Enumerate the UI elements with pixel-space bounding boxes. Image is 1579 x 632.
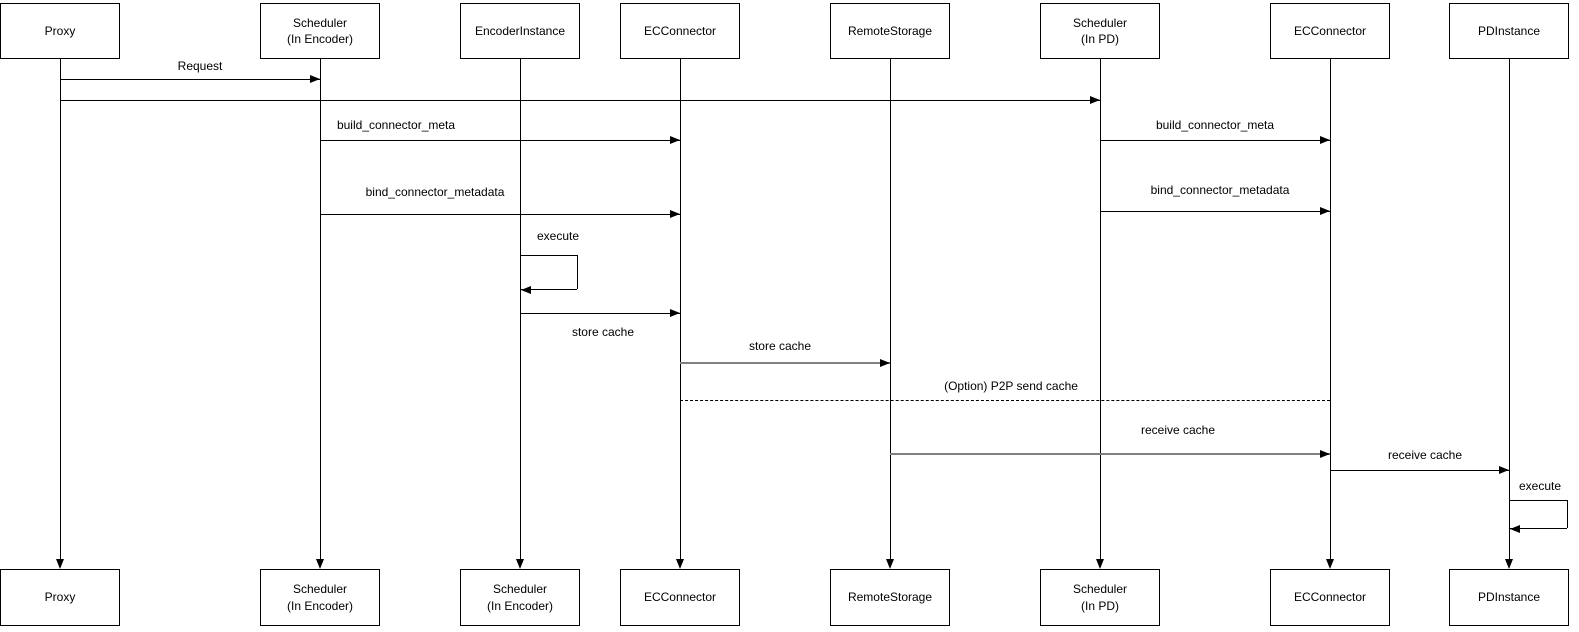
message-label-request: Request bbox=[177, 59, 223, 73]
participant-bottom-box-scheduler-encoder: Scheduler (In Encoder) bbox=[260, 569, 380, 626]
message-line-receive-cache-remote-to-ec bbox=[890, 453, 1330, 455]
participant-bottom-label-remote-storage: RemoteStorage bbox=[847, 590, 933, 605]
lifeline-ec-connector-pd bbox=[1329, 59, 1331, 560]
self-loop-arrowhead-execute-pd bbox=[1510, 524, 1520, 533]
participant-bottom-box-ec-connector-encoder: ECConnector bbox=[620, 569, 740, 626]
participant-top-label-scheduler-pd: Scheduler (In PD) bbox=[1072, 15, 1128, 46]
message-line-request bbox=[60, 78, 320, 80]
message-label-p2p-send-cache: (Option) P2P send cache bbox=[944, 379, 1078, 393]
participant-top-label-ec-connector-encoder: ECConnector bbox=[643, 23, 717, 38]
participant-bottom-label-ec-connector-pd: ECConnector bbox=[1293, 590, 1367, 605]
message-arrowhead-store-cache-encoder-to-ec bbox=[670, 309, 680, 317]
message-arrowhead-build-connector-meta-pd bbox=[1320, 136, 1330, 144]
participant-bottom-box-pd-instance: PDInstance bbox=[1449, 569, 1569, 626]
message-label-execute-pd: execute bbox=[1518, 479, 1562, 493]
participant-bottom-label-encoder-instance: Scheduler (In Encoder) bbox=[486, 582, 554, 613]
lifeline-end-arrowhead-proxy bbox=[56, 559, 64, 569]
participant-top-box-scheduler-encoder: Scheduler (In Encoder) bbox=[260, 3, 380, 59]
lifeline-end-arrowhead-ec-connector-pd bbox=[1326, 559, 1334, 569]
self-loop-bottom-execute-encoder bbox=[520, 289, 577, 290]
message-label-build-connector-meta-pd: build_connector_meta bbox=[1155, 118, 1275, 132]
message-label-bind-connector-metadata-pd: bind_connector_metadata bbox=[1150, 183, 1290, 197]
lifeline-ec-connector-encoder bbox=[679, 59, 681, 560]
lifeline-pd-instance bbox=[1508, 59, 1510, 560]
participant-top-box-ec-connector-pd: ECConnector bbox=[1270, 3, 1390, 59]
message-line-store-cache-ec-to-remote bbox=[680, 362, 890, 364]
lifeline-scheduler-encoder bbox=[319, 59, 321, 560]
participant-bottom-label-scheduler-encoder: Scheduler (In Encoder) bbox=[286, 582, 354, 613]
lifeline-end-arrowhead-encoder-instance bbox=[516, 559, 524, 569]
message-arrowhead-bind-connector-metadata-encoder bbox=[670, 210, 680, 218]
message-line-bind-connector-metadata-encoder bbox=[320, 213, 680, 215]
participant-bottom-box-proxy: Proxy bbox=[0, 569, 120, 626]
participant-top-box-scheduler-pd: Scheduler (In PD) bbox=[1040, 3, 1160, 59]
participant-top-box-remote-storage: RemoteStorage bbox=[830, 3, 950, 59]
message-label-receive-cache-ec-to-pd: receive cache bbox=[1387, 448, 1463, 462]
participant-bottom-box-encoder-instance: Scheduler (In Encoder) bbox=[460, 569, 580, 626]
lifeline-scheduler-pd bbox=[1099, 59, 1101, 560]
lifeline-end-arrowhead-scheduler-pd bbox=[1096, 559, 1104, 569]
message-arrowhead-store-cache-ec-to-remote bbox=[880, 359, 890, 367]
self-loop-top-execute-encoder bbox=[520, 255, 577, 256]
participant-top-label-encoder-instance: EncoderInstance bbox=[474, 23, 566, 38]
message-arrowhead-receive-cache-ec-to-pd bbox=[1499, 466, 1509, 474]
participant-bottom-label-proxy: Proxy bbox=[44, 590, 76, 605]
message-line-proxy-to-scheduler-pd bbox=[60, 99, 1100, 101]
participant-bottom-label-ec-connector-encoder: ECConnector bbox=[643, 590, 717, 605]
lifeline-encoder-instance bbox=[519, 59, 521, 560]
message-line-bind-connector-metadata-pd bbox=[1100, 210, 1330, 212]
message-line-p2p-send-cache bbox=[680, 399, 1330, 401]
self-loop-bottom-execute-pd bbox=[1509, 528, 1567, 529]
participant-top-label-proxy: Proxy bbox=[44, 23, 76, 38]
self-loop-right-execute-pd bbox=[1567, 500, 1568, 528]
lifeline-remote-storage bbox=[889, 59, 891, 560]
message-label-bind-connector-metadata-encoder: bind_connector_metadata bbox=[365, 185, 505, 199]
message-label-store-cache-ec-to-remote: store cache bbox=[748, 339, 812, 353]
self-loop-top-execute-pd bbox=[1509, 500, 1567, 501]
participant-bottom-box-remote-storage: RemoteStorage bbox=[830, 569, 950, 626]
lifeline-end-arrowhead-scheduler-encoder bbox=[316, 559, 324, 569]
self-loop-right-execute-encoder bbox=[577, 255, 578, 289]
message-line-build-connector-meta-pd bbox=[1100, 139, 1330, 141]
message-label-receive-cache-remote-to-ec: receive cache bbox=[1140, 423, 1216, 437]
lifeline-end-arrowhead-pd-instance bbox=[1505, 559, 1513, 569]
participant-bottom-box-ec-connector-pd: ECConnector bbox=[1270, 569, 1390, 626]
message-line-receive-cache-ec-to-pd bbox=[1330, 469, 1509, 471]
participant-bottom-label-pd-instance: PDInstance bbox=[1477, 590, 1541, 605]
participant-top-label-remote-storage: RemoteStorage bbox=[847, 23, 933, 38]
participant-bottom-label-scheduler-pd: Scheduler (In PD) bbox=[1072, 582, 1128, 613]
message-arrowhead-bind-connector-metadata-pd bbox=[1320, 207, 1330, 215]
message-label-build-connector-meta-encoder: build_connector_meta bbox=[336, 118, 456, 132]
message-label-store-cache-encoder-to-ec: store cache bbox=[571, 325, 635, 339]
self-loop-arrowhead-execute-encoder bbox=[521, 285, 531, 294]
message-arrowhead-receive-cache-remote-to-ec bbox=[1320, 450, 1330, 458]
message-arrowhead-build-connector-meta-encoder bbox=[670, 136, 680, 144]
message-line-build-connector-meta-encoder bbox=[320, 139, 680, 141]
participant-top-label-scheduler-encoder: Scheduler (In Encoder) bbox=[286, 15, 354, 46]
lifeline-end-arrowhead-remote-storage bbox=[886, 559, 894, 569]
participant-top-box-proxy: Proxy bbox=[0, 3, 120, 59]
participant-top-label-ec-connector-pd: ECConnector bbox=[1293, 23, 1367, 38]
participant-top-box-ec-connector-encoder: ECConnector bbox=[620, 3, 740, 59]
message-line-store-cache-encoder-to-ec bbox=[520, 312, 680, 314]
message-label-execute-encoder: execute bbox=[536, 229, 580, 243]
message-arrowhead-request bbox=[310, 75, 320, 83]
participant-top-box-encoder-instance: EncoderInstance bbox=[460, 3, 580, 59]
message-arrowhead-proxy-to-scheduler-pd bbox=[1090, 96, 1100, 104]
lifeline-proxy bbox=[59, 59, 61, 560]
lifeline-end-arrowhead-ec-connector-encoder bbox=[676, 559, 684, 569]
participant-bottom-box-scheduler-pd: Scheduler (In PD) bbox=[1040, 569, 1160, 626]
participant-top-label-pd-instance: PDInstance bbox=[1477, 23, 1541, 38]
participant-top-box-pd-instance: PDInstance bbox=[1449, 3, 1569, 59]
